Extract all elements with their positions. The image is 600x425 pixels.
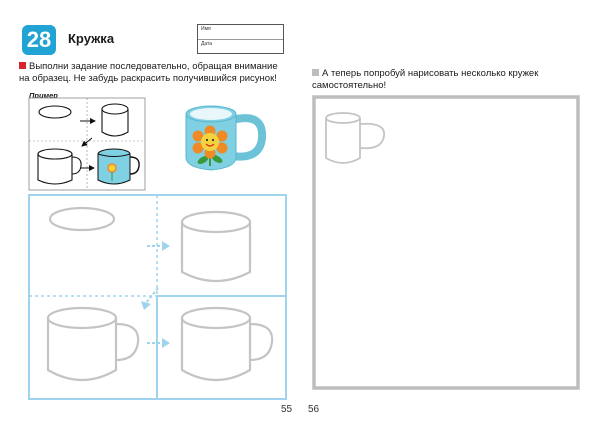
- example-step4-colored-mug: [97, 148, 140, 185]
- tracing-step4-mug: [180, 306, 274, 381]
- right-page-number: 56: [308, 404, 320, 415]
- example-grid: [28, 97, 146, 191]
- arrow-right-icon: [147, 338, 170, 348]
- name-field-label: Имя: [198, 25, 283, 40]
- arrow-down-left-icon: [141, 287, 159, 310]
- left-instruction-text: Выполни задание последовательно, обращая…: [19, 61, 278, 84]
- arrow-right-icon: [147, 241, 170, 251]
- colored-mug-illustration: [185, 105, 267, 171]
- drawing-area-frame: [312, 95, 580, 390]
- date-field-label: Дата: [201, 41, 213, 47]
- right-instruction-text: А теперь попробуй нарисовать несколько к…: [312, 68, 539, 91]
- tracing-step1-ellipse: [48, 206, 116, 232]
- page-title: Кружка: [68, 31, 115, 46]
- name-date-box: Имя Дата: [197, 24, 284, 54]
- left-page-number: 55: [281, 404, 293, 415]
- right-instruction: А теперь попробуй нарисовать несколько к…: [312, 68, 582, 92]
- tracing-step3-mug: [46, 306, 140, 381]
- example-label: Пример: [29, 91, 58, 100]
- red-bullet-icon: [19, 62, 26, 69]
- gray-bullet-icon: [312, 69, 319, 76]
- example-step2-cylinder: [101, 103, 129, 137]
- example-step3-mug: [37, 148, 82, 185]
- left-instruction: Выполни задание последовательно, обращая…: [19, 61, 289, 85]
- sample-mug-outline: [325, 112, 385, 164]
- tracing-step2-cylinder: [180, 210, 252, 282]
- task-number-badge: 28: [22, 25, 56, 55]
- example-step1-ellipse: [38, 105, 72, 119]
